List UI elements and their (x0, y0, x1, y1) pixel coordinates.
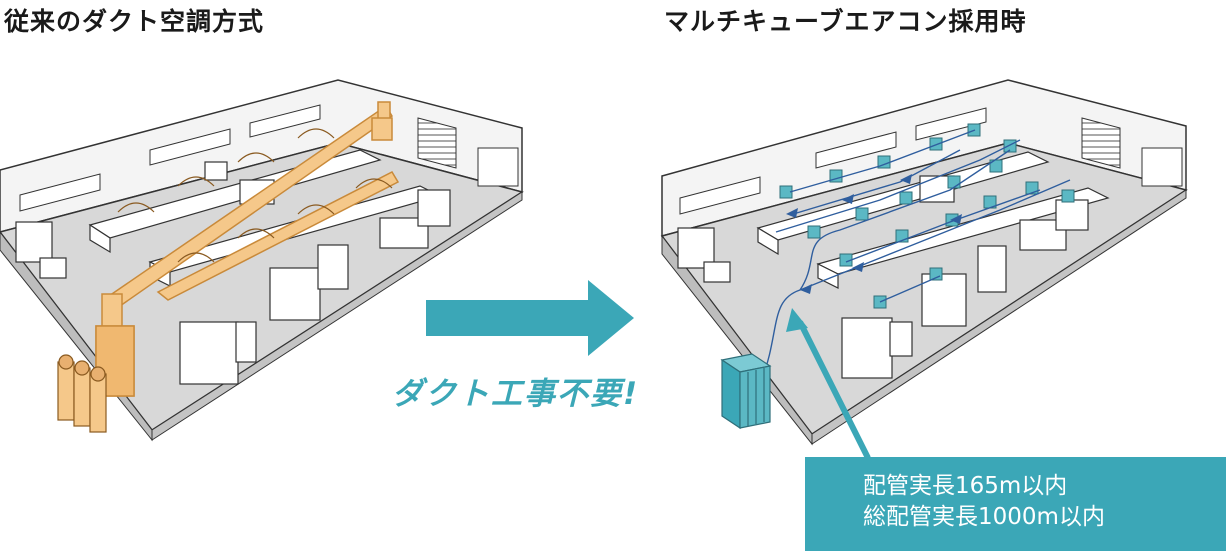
spec-line-actual-length: 配管実長165m以内 (863, 473, 1068, 499)
piping-spec-box: 配管実長165m以内 総配管実長1000m以内 (805, 457, 1226, 551)
callout-pointer (786, 308, 871, 460)
title-multi-cube: マルチキューブエアコン採用時 (664, 7, 1027, 36)
spec-line-total-length: 総配管実長1000m以内 (863, 504, 1105, 530)
multi-cube-unit-icon (720, 353, 772, 430)
no-duct-work-label: ダクト工事不要! (392, 376, 640, 412)
left-duct-system (95, 101, 400, 397)
right-arrow-icon (426, 280, 634, 356)
title-conventional-duct: 従来のダクト空調方式 (4, 7, 265, 36)
left-duct-arcs (117, 128, 393, 263)
outdoor-unit-icon (57, 354, 107, 433)
pipe-arrows (786, 174, 962, 294)
refrigerant-piping (761, 129, 1071, 381)
